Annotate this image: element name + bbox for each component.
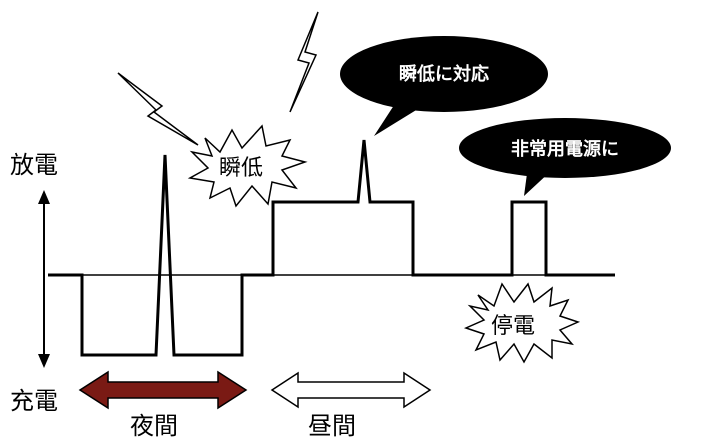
discharge-label: 放電 — [10, 151, 58, 179]
day-arrow — [270, 371, 432, 409]
day-label: 昼間 — [308, 412, 356, 439]
outage-burst-icon — [463, 282, 581, 364]
power-waveform — [48, 139, 615, 357]
emergency-power-bubble — [459, 118, 671, 196]
outage-event-label: 停電 — [491, 314, 535, 339]
sag-event-label: 瞬低 — [219, 156, 263, 181]
lightning-bolt-icon — [289, 11, 319, 113]
vertical-axis — [38, 190, 50, 368]
emergency-power-label: 非常用電源に — [511, 138, 619, 160]
charge-label: 充電 — [10, 387, 58, 415]
lightning-bolt-icon — [117, 72, 199, 146]
sag-response-bubble — [340, 36, 548, 136]
night-label: 夜間 — [130, 412, 178, 439]
sag-burst-icon — [187, 124, 308, 208]
sag-response-label: 瞬低に対応 — [399, 63, 489, 85]
night-arrow — [78, 370, 248, 410]
